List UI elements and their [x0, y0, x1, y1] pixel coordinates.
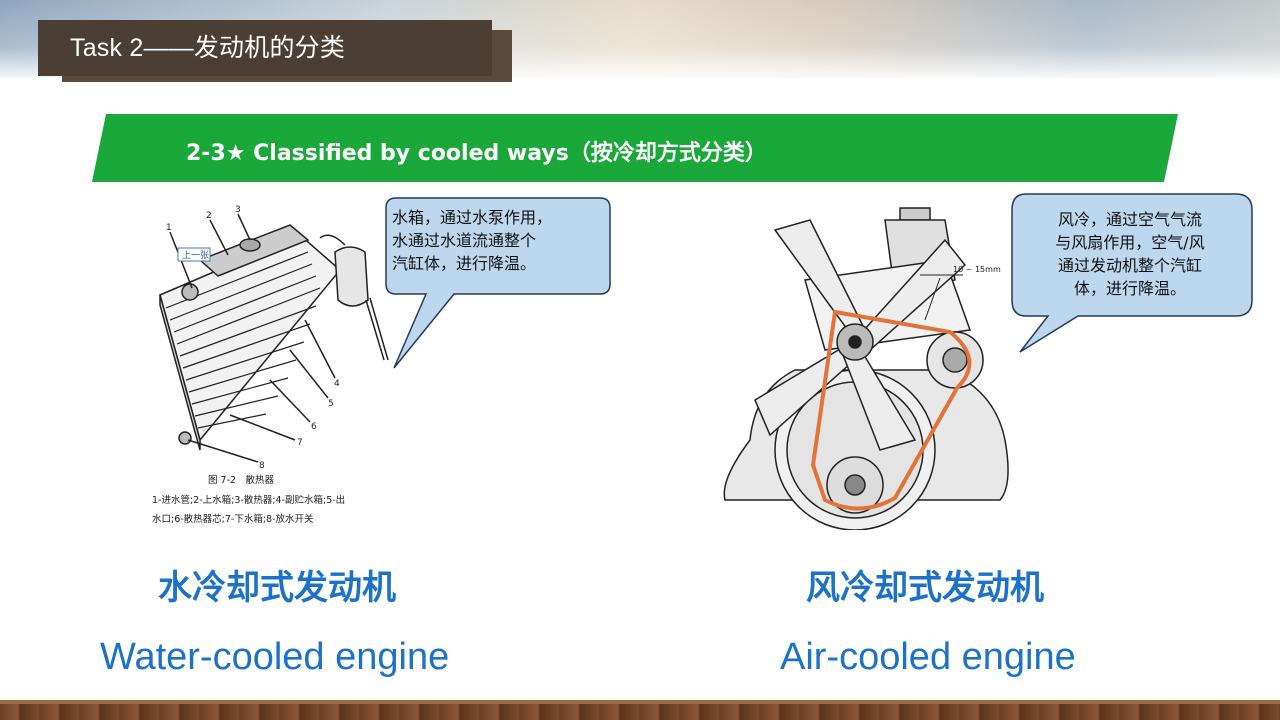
left-bubble-text: 水箱，通过水泵作用， 水通过水道流通整个 汽缸体，进行降温。: [392, 206, 552, 275]
callout-6: 6: [311, 422, 317, 432]
right-callout-bubble: [1011, 193, 1253, 353]
left-callout-bubble: [385, 197, 611, 369]
right-bubble-line-2: 与风扇作用，空气/风: [1055, 233, 1205, 252]
radiator-illustration: 1 2 3 4 5 6 7 8 上一张 图 7-2 散热器 1-进水管;2-上水…: [152, 205, 389, 525]
section-banner-label: 2-3★ Classified by cooled ways（按冷却方式分类）: [186, 141, 767, 166]
air-cooled-engine-illustration: 10 ~ 15mm: [723, 207, 1009, 530]
water-cooled-title-cn: 水冷却式发动机: [158, 568, 396, 608]
dimension-label: 10 ~ 15mm: [953, 265, 1001, 274]
callout-2: 2: [206, 211, 212, 221]
title-task-label: Task 2——: [70, 34, 194, 62]
prev-image-tag[interactable]: 上一张: [182, 250, 209, 261]
left-bubble-line-3: 汽缸体，进行降温。: [392, 254, 537, 273]
callout-1: 1: [166, 223, 172, 233]
wood-floor-footer: [0, 700, 1280, 720]
right-bubble-line-3: 通过发动机整个汽缸: [1057, 256, 1202, 275]
section-banner: [92, 114, 1178, 182]
right-bubble-text: 风冷，通过空气气流 与风扇作用，空气/风 通过发动机整个汽缸 体，进行降温。: [1014, 208, 1246, 300]
left-bubble-line-1: 水箱，通过水泵作用，: [392, 208, 553, 227]
right-bubble-line-4: 体，进行降温。: [1073, 279, 1186, 298]
figure-caption-line1: 1-进水管;2-上水箱;3-散热器;4-副贮水箱;5-出: [152, 494, 345, 506]
callout-4: 4: [334, 379, 340, 389]
right-bubble-line-1: 风冷，通过空气气流: [1057, 210, 1202, 229]
callout-7: 7: [297, 438, 303, 448]
figure-caption-line2: 水口;6-散热器芯;7-下水箱;8-放水开关: [152, 513, 314, 525]
air-cooled-title-en: Air-cooled engine: [780, 636, 1076, 678]
water-cooled-title-en: Water-cooled engine: [100, 636, 450, 678]
left-bubble-line-2: 水通过水道流通整个: [392, 231, 537, 250]
title-cn-label: 发动机的分类: [193, 33, 346, 62]
callout-5: 5: [328, 399, 334, 409]
callout-8: 8: [259, 461, 265, 471]
title-box: [38, 20, 492, 76]
page-title: Task 2——发动机的分类: [70, 28, 345, 64]
figure-caption-title: 图 7-2 散热器: [208, 474, 275, 486]
air-cooled-title-cn: 风冷却式发动机: [806, 568, 1044, 608]
callout-3: 3: [235, 205, 241, 215]
